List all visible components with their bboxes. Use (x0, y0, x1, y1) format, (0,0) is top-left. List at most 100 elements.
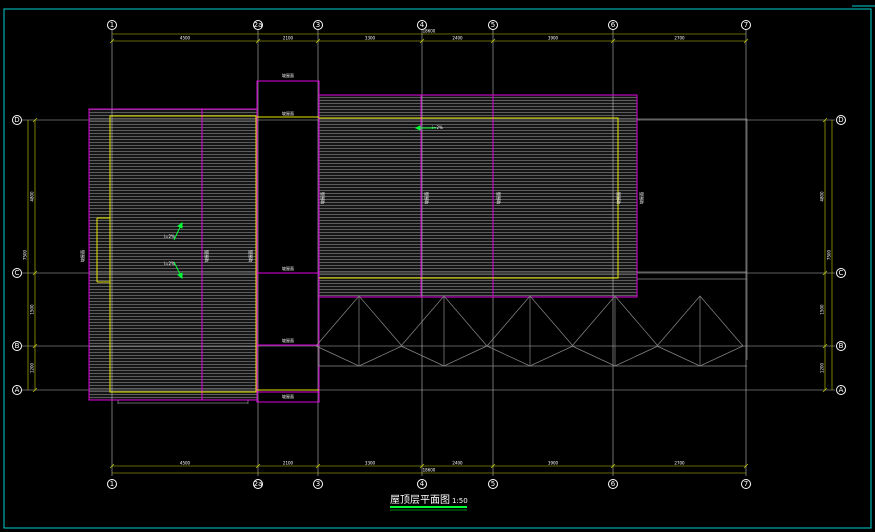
top-dim-tick-4 (490, 38, 496, 44)
dimension-chains (27, 33, 833, 474)
note-roof-b: 坡屋面 (423, 192, 429, 204)
axis-bubble-top-4-circle (417, 20, 427, 30)
pyramid-outline-1 (315, 295, 403, 367)
axis-bubble-top-3-label: 3 (316, 21, 320, 29)
note-roof-a: 坡屋面 (319, 192, 325, 204)
note-roof-e: 坡屋面 (638, 192, 644, 204)
axis-bubble-bottom-3-label: 3 (316, 480, 320, 488)
right-dim-tick-0 (822, 117, 828, 123)
bottom-dim-segment-text: 2400 (452, 461, 463, 466)
top-dim-tick-6 (743, 38, 749, 44)
canopy-outline (117, 118, 748, 404)
axis-bubble-top-1-label: 1 (110, 21, 114, 29)
right-dim-segment-text: 1500 (820, 304, 825, 315)
axis-bubble-left-D-circle (12, 115, 22, 125)
left-dim-segment-text: 1500 (30, 304, 35, 315)
top-dim-segment-text: 3900 (548, 36, 559, 41)
right-dim-segment-text: 1200 (820, 362, 825, 373)
axis-bubble-top-7-label: 7 (744, 21, 748, 29)
axis-bubble-bottom-2a-circle (253, 479, 263, 489)
note-roof-d: 坡屋面 (615, 192, 621, 204)
roof-hatch-right (319, 95, 637, 297)
pyramid-outline-5 (656, 295, 744, 367)
axis-bubble-left-D-label: D (14, 116, 19, 124)
bottom-dim-tick-4 (490, 463, 496, 469)
left-dim-overall-text: 7500 (23, 249, 28, 260)
axis-bubble-top-5-label: 5 (491, 21, 495, 29)
axis-bubble-right-B-circle (836, 341, 846, 351)
axis-bubble-bottom-1-label: 1 (110, 480, 114, 488)
axis-bubble-bottom-7-circle (741, 479, 751, 489)
sheet-frame (3, 8, 872, 529)
right-dim-tick-3 (822, 387, 828, 393)
pyramid-outline-3 (486, 295, 574, 367)
top-dim-tick-3 (419, 38, 425, 44)
axis-bubble-bottom-4-circle (417, 479, 427, 489)
axis-bubble-right-A-label: A (839, 386, 844, 394)
axis-bubble-bottom-6-label: 6 (611, 480, 616, 488)
bottom-dim-tick-3 (419, 463, 425, 469)
right-dim-segment-text: 4800 (820, 191, 825, 202)
axis-bubble-top-6-circle (608, 20, 618, 30)
top-dim-segment-text: 2700 (674, 36, 685, 41)
note-labels: 坡屋面 坡屋面 坡屋面 坡屋面 坡屋面 坡屋面 坡屋面 坡屋面 坡屋面 坡屋面 … (79, 72, 644, 399)
bottom-dim-segment-text: 2100 (283, 461, 294, 466)
axis-bubble-top-2a-label: 2a (254, 21, 263, 29)
top-dim-tick-2 (315, 38, 321, 44)
axis-bubble-top-4-label: 4 (420, 21, 425, 29)
bottom-dim-segment-text: 4500 (180, 461, 191, 466)
left-dim-tick-2 (32, 343, 38, 349)
right-dim-tick-1 (822, 270, 828, 276)
left-dim-segment-text: 1200 (30, 362, 35, 373)
axis-bubble-left-B-circle (12, 341, 22, 351)
bottom-dim-tick-5 (610, 463, 616, 469)
top-dim-overall-text: 18600 (423, 29, 436, 34)
top-dim-segment-text: 2100 (283, 36, 294, 41)
drawing-scale: 1:50 (452, 497, 468, 505)
note-slope-left-1: i=2% (164, 234, 175, 239)
parapet-walls (88, 80, 638, 403)
axis-bubble-bottom-1-circle (107, 479, 117, 489)
note-left-wall: 坡屋面 (79, 250, 85, 262)
axis-bubble-right-C-circle (836, 268, 846, 278)
drainage-arrows (173, 125, 436, 279)
axis-bubble-left-A-label: A (15, 386, 20, 394)
right-dim-tick-2 (822, 343, 828, 349)
axis-bubble-bottom-3-circle (313, 479, 323, 489)
note-mid-wall: 坡屋面 (203, 250, 209, 262)
bottom-dim-segment-text: 2700 (674, 461, 685, 466)
gutter-lines (96, 115, 619, 393)
axis-bubble-bottom-5-circle (488, 479, 498, 489)
bottom-dim-tick-6 (743, 463, 749, 469)
roof-hatch-left (89, 109, 257, 400)
note-core-wall: 坡屋面 (247, 250, 253, 262)
top-dim-tick-5 (610, 38, 616, 44)
bottom-dim-segment-text: 3300 (365, 461, 376, 466)
axis-bubble-left-C-label: C (15, 269, 20, 277)
axis-bubble-top-6-label: 6 (611, 21, 616, 29)
axis-bubble-top-5-circle (488, 20, 498, 30)
axis-bubble-right-A-circle (836, 385, 846, 395)
bottom-dim-segment-text: 3900 (548, 461, 559, 466)
bottom-dim-tick-2 (315, 463, 321, 469)
note-slope-left-2: i=2% (164, 261, 175, 266)
top-dim-tick-0 (109, 38, 115, 44)
note-slope-right: i=2% (432, 125, 443, 130)
axis-bubble-top-1-circle (107, 20, 117, 30)
note-core-1: 坡屋面 (282, 110, 294, 116)
axis-bubble-right-D-label: D (838, 116, 843, 124)
axis-bubble-bottom-4-label: 4 (420, 480, 425, 488)
note-core-2: 坡屋面 (282, 265, 294, 271)
axis-bubble-top-3-circle (313, 20, 323, 30)
top-dim-segment-text: 3300 (365, 36, 376, 41)
axis-bubble-left-C-circle (12, 268, 22, 278)
bottom-dim-overall-text: 18600 (423, 468, 436, 473)
bottom-dim-tick-0 (109, 463, 115, 469)
left-dim-tick-1 (32, 270, 38, 276)
pyramid-skylights (315, 295, 747, 367)
note-core-4: 坡屋面 (282, 393, 294, 399)
axis-bubble-left-A-circle (12, 385, 22, 395)
axis-bubble-bottom-2a-label: 2a (254, 480, 263, 488)
axis-bubble-right-B-label: B (839, 342, 844, 350)
